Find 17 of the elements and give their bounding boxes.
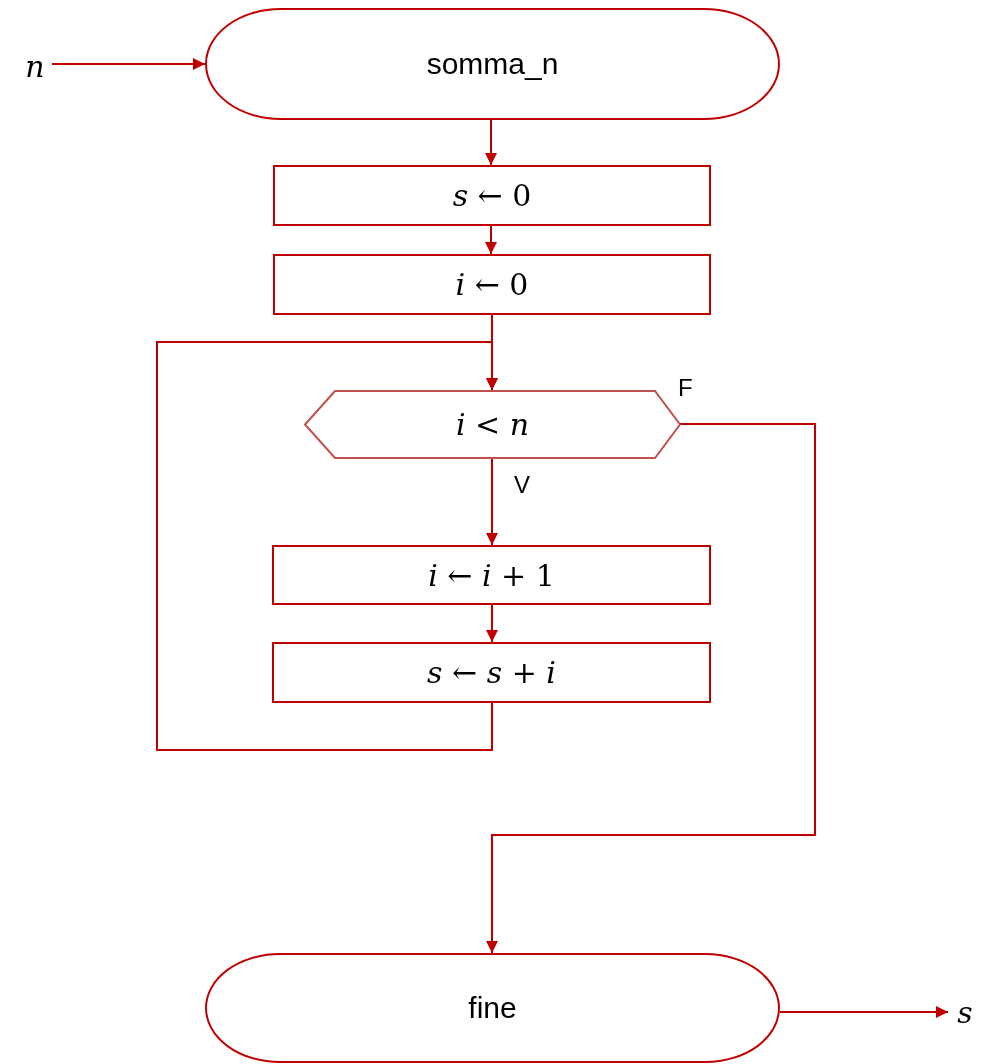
process-box: s ← s + i <box>272 642 711 703</box>
arrow <box>486 458 498 546</box>
end-terminal: fine <box>205 953 780 1063</box>
arrow <box>485 119 497 166</box>
arrow <box>486 423 816 954</box>
start-terminal: somma_n <box>205 8 780 120</box>
decision-hexagon: i < n <box>305 390 680 459</box>
arrow <box>156 341 498 751</box>
arrow <box>485 225 497 255</box>
output-variable: s <box>948 988 982 1036</box>
input-variable: n <box>18 42 52 90</box>
arrow <box>51 58 206 70</box>
arrow <box>486 604 498 643</box>
process-box: s ← 0 <box>273 165 711 226</box>
process-box: i ← 0 <box>273 254 711 315</box>
arrow <box>779 1006 949 1018</box>
process-box: i ← i + 1 <box>272 545 711 605</box>
